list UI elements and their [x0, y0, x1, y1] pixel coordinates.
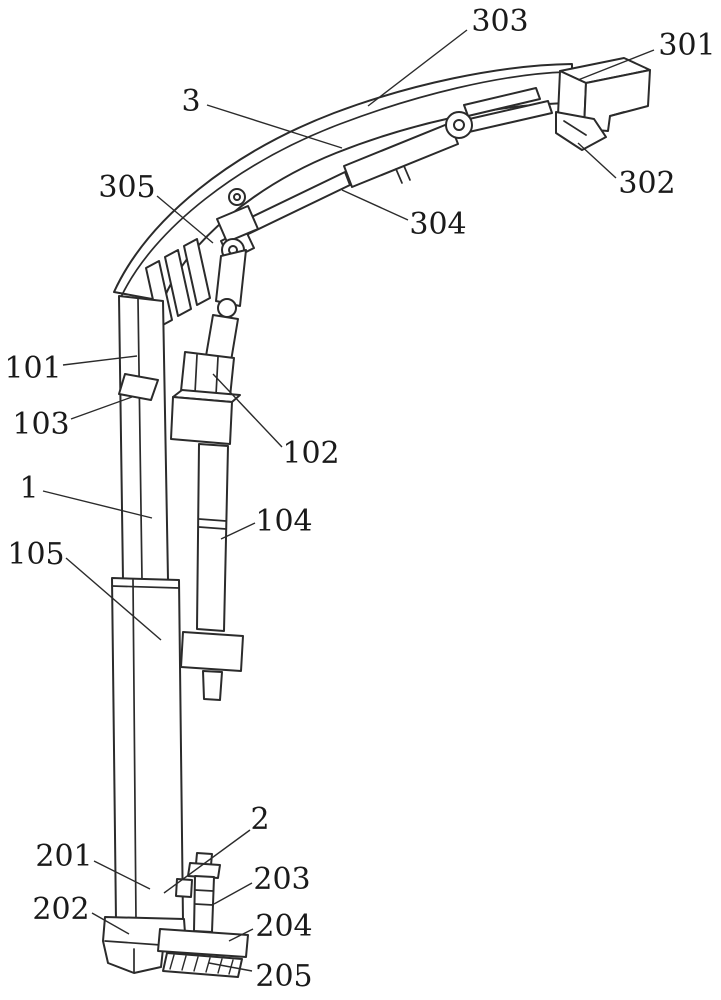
vent-slats	[145, 238, 211, 328]
arch-beam-top-edge	[120, 71, 567, 298]
bend-pin	[228, 188, 246, 206]
ref-label-1: 1	[19, 471, 38, 506]
leader-line-202	[91, 912, 130, 935]
bolt-head	[187, 862, 221, 879]
hook-inner-line	[563, 120, 587, 136]
ref-label-101: 101	[4, 351, 61, 386]
rod-bracket	[180, 631, 244, 672]
outer-sleeve	[111, 577, 184, 922]
leader-line-301	[577, 49, 655, 81]
ref-label-3: 3	[181, 84, 200, 119]
ref-label-301: 301	[658, 28, 715, 63]
clevis-block-front	[170, 396, 233, 445]
leader-line-3	[206, 104, 343, 149]
clevis-slot-line	[215, 356, 219, 396]
bolt-stem-seam	[194, 903, 214, 906]
leader-line-201	[93, 860, 151, 890]
pivot-pin	[445, 111, 473, 139]
rod-seam	[198, 526, 227, 530]
actuator-seam	[403, 165, 411, 181]
ref-label-105: 105	[7, 537, 64, 572]
ref-label-302: 302	[618, 166, 675, 201]
end-block-notch-line	[609, 111, 625, 117]
ref-label-304: 304	[409, 207, 466, 242]
leader-line-102	[212, 373, 283, 448]
leader-line-302	[577, 142, 617, 179]
leader-line-104	[220, 522, 256, 540]
wedge-body	[118, 373, 159, 401]
rod-stub	[202, 670, 223, 701]
leader-line-304	[341, 189, 409, 221]
foot-cap-step	[104, 940, 162, 946]
leader-line-2	[163, 829, 251, 894]
foot-pad-hatch	[205, 957, 211, 973]
ref-label-305: 305	[98, 170, 155, 205]
leader-line-1	[42, 490, 153, 519]
joint-link-mid	[215, 249, 247, 307]
ref-label-303: 303	[471, 4, 528, 39]
foot-pad-hatch	[193, 956, 199, 972]
ref-label-2: 2	[250, 802, 269, 837]
leader-line-303	[367, 29, 468, 107]
rod-104	[180, 443, 244, 701]
hook-302	[555, 111, 607, 151]
ref-label-204: 204	[255, 909, 312, 944]
side-stud	[175, 878, 193, 898]
column-edge-line	[137, 298, 143, 581]
wedge-bracket	[118, 373, 159, 401]
bolt-stem-seam	[194, 889, 214, 892]
main-column	[118, 295, 169, 581]
sleeve-seam	[111, 585, 180, 589]
clevis-slot-line	[194, 354, 198, 394]
ref-label-104: 104	[255, 504, 312, 539]
leader-line-103	[70, 396, 133, 420]
rod-body	[196, 443, 229, 632]
column-body	[118, 295, 169, 581]
joint-knuckle	[217, 298, 237, 318]
joint-chain	[205, 205, 259, 362]
linkage-fork	[455, 87, 553, 135]
ref-label-202: 202	[32, 892, 89, 927]
fork-upper-link	[463, 87, 541, 117]
foot-arm	[157, 928, 249, 958]
sleeve-edge-line	[132, 579, 137, 922]
ref-label-102: 102	[282, 436, 339, 471]
vent-slat	[164, 249, 192, 317]
leader-line-105	[65, 557, 162, 641]
leader-line-204	[228, 928, 254, 942]
end-block-301	[557, 57, 651, 132]
rod-seam	[198, 518, 227, 522]
actuator-seam	[395, 168, 403, 184]
ref-label-205: 205	[255, 959, 312, 994]
bottom-assembly	[157, 852, 249, 978]
clevis-102	[170, 351, 241, 445]
joint-link-upper	[216, 205, 259, 243]
reference-labels: 303 301 3 305 302 304 101 103 102 1 104 105 2 201 203 2…	[4, 4, 715, 994]
leader-line-305	[156, 195, 214, 244]
foot-pad-hatch	[217, 958, 223, 974]
vent-slat	[183, 238, 211, 306]
joint-link-lower	[205, 314, 239, 362]
sleeve-body	[111, 577, 184, 922]
ref-label-203: 203	[253, 862, 310, 897]
leader-line-205	[208, 962, 253, 972]
leader-line-101	[62, 355, 138, 366]
ref-label-103: 103	[12, 407, 69, 442]
foot-pad-hatch	[169, 954, 175, 970]
leader-line-203	[213, 882, 253, 905]
foot-pad-hatch	[181, 955, 187, 971]
ref-label-201: 201	[35, 839, 92, 874]
